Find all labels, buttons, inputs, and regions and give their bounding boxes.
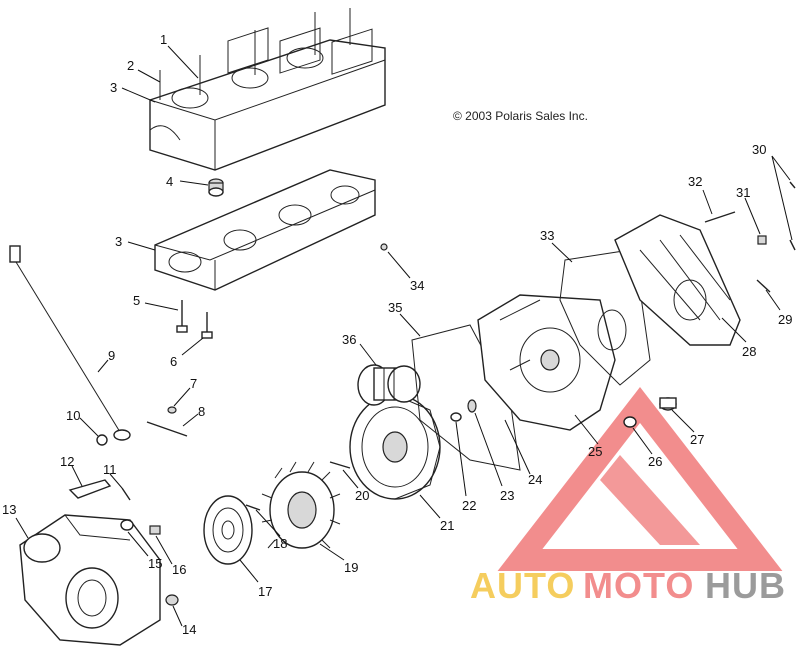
callout-20: 20 [355, 488, 369, 503]
screw-part-7 [167, 406, 177, 414]
watermark-word-auto: AUTO [470, 565, 575, 606]
starter-drive-part-36 [357, 364, 421, 406]
stator-plate-part-17 [203, 495, 253, 565]
callout-7: 7 [190, 376, 197, 391]
callout-22: 22 [462, 498, 476, 513]
callout-11: 11 [103, 462, 117, 477]
seal-part-26 [623, 416, 637, 428]
gasket-part-35 [411, 324, 521, 471]
callout-3-upper: 3 [110, 80, 117, 95]
bushing-part-31 [757, 235, 767, 245]
callout-1: 1 [160, 32, 167, 47]
sensor-cable-part-9 [9, 245, 131, 441]
callout-26: 26 [648, 454, 662, 469]
pin-part-11 [121, 487, 131, 501]
callout-33: 33 [540, 228, 554, 243]
callout-27: 27 [690, 432, 704, 447]
callout-34: 34 [410, 278, 424, 293]
bracket-part-12 [68, 479, 112, 499]
magneto-housing-part-13 [19, 514, 161, 646]
recoil-cover-part-25 [477, 294, 616, 431]
bolt-part-30 [789, 181, 796, 251]
callout-32: 32 [688, 174, 702, 189]
bolt-part-32 [704, 211, 736, 223]
copyright-notice: © 2003 Polaris Sales Inc. [453, 109, 588, 123]
spring-part-23 [467, 399, 477, 413]
dowel-part-15 [120, 519, 134, 531]
callout-16: 16 [172, 562, 186, 577]
callout-6: 6 [170, 354, 177, 369]
callout-4: 4 [166, 174, 173, 189]
callout-24: 24 [528, 472, 542, 487]
callout-10: 10 [66, 408, 80, 423]
washer-part-22 [450, 412, 462, 422]
washer-part-10 [96, 434, 108, 446]
callout-19: 19 [344, 560, 358, 575]
watermark-word-hub: HUB [705, 565, 786, 606]
pin-part-8 [146, 421, 188, 437]
callout-9: 9 [108, 348, 115, 363]
callout-31: 31 [736, 185, 750, 200]
callout-3-lower: 3 [115, 234, 122, 249]
plug-part-14 [165, 594, 179, 606]
callout-13: 13 [2, 502, 16, 517]
watermark-logo: AUTO MOTO HUB [470, 387, 786, 606]
watermark-word-moto: MOTO [583, 565, 694, 606]
cap-part-27 [659, 397, 677, 411]
callout-29: 29 [778, 312, 792, 327]
bolt-part-6 [201, 312, 213, 339]
lower-crankcase [154, 169, 376, 291]
callout-2: 2 [127, 58, 134, 73]
callout-25: 25 [588, 444, 602, 459]
callout-23: 23 [500, 488, 514, 503]
callout-30: 30 [752, 142, 766, 157]
callout-15: 15 [148, 556, 162, 571]
callout-35: 35 [388, 300, 402, 315]
callout-28: 28 [742, 344, 756, 359]
bolt-part-29 [756, 279, 771, 293]
callout-17: 17 [258, 584, 272, 599]
flywheel-part-21 [349, 394, 441, 500]
callout-8: 8 [198, 404, 205, 419]
upper-crankcase [149, 8, 386, 171]
bushing-part-4 [208, 178, 224, 197]
dowel-part-16 [149, 525, 161, 535]
callout-5: 5 [133, 293, 140, 308]
outer-cover-part-28 [614, 214, 741, 346]
callout-labels: 1 2 3 4 3 5 6 7 8 9 10 11 12 13 14 15 16… [2, 32, 792, 637]
screw-part-18 [245, 504, 261, 511]
stator-part-19 [261, 461, 341, 549]
bolt-part-5 [176, 300, 188, 333]
callout-12: 12 [60, 454, 74, 469]
callout-36: 36 [342, 332, 356, 347]
bolt-part-20 [329, 461, 351, 469]
callout-18: 18 [273, 536, 287, 551]
leader-lines [15, 45, 793, 627]
screw-part-34 [380, 243, 388, 251]
callout-14: 14 [182, 622, 196, 637]
callout-21: 21 [440, 518, 454, 533]
